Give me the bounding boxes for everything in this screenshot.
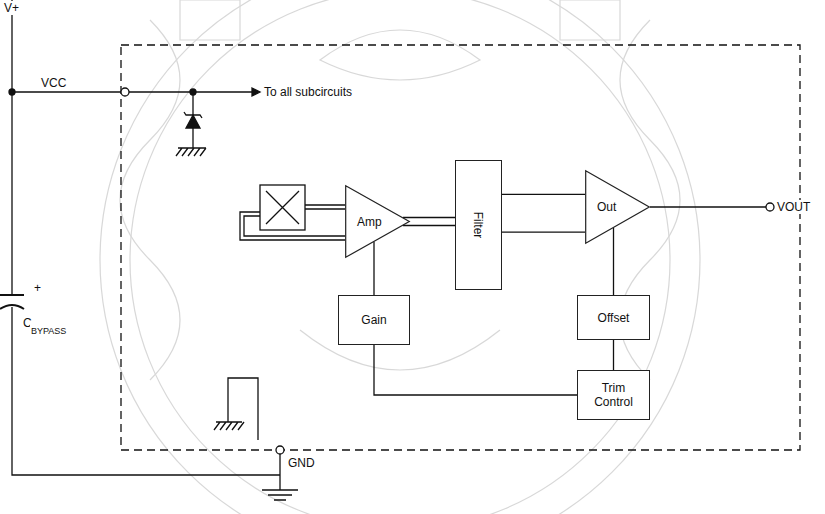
block-label: Trim Control bbox=[585, 381, 643, 409]
block-label: Amp bbox=[357, 215, 382, 229]
triangle-outline bbox=[585, 170, 650, 244]
capacitor-symbol bbox=[0, 294, 24, 296]
vcc-wire bbox=[12, 91, 252, 92]
signal-label: VCC bbox=[40, 76, 67, 90]
vout-terminal bbox=[766, 203, 774, 211]
signal-connector bbox=[613, 228, 614, 295]
block-label: Gain bbox=[361, 313, 386, 327]
junction-dot bbox=[9, 89, 15, 95]
arrow-head bbox=[252, 88, 260, 96]
hall-element bbox=[260, 185, 305, 230]
signal-connector bbox=[374, 345, 577, 395]
output-wire bbox=[650, 206, 766, 207]
zener-diode bbox=[186, 115, 200, 128]
ground-symbol bbox=[176, 148, 206, 156]
amplifier-triangle: Amp bbox=[345, 185, 410, 258]
ground-wire bbox=[228, 378, 258, 440]
hall-wire bbox=[305, 205, 345, 209]
signal-label: VOUT bbox=[776, 200, 811, 214]
signal-label: GND bbox=[287, 456, 316, 470]
ground-symbol bbox=[214, 422, 244, 430]
signal-label: + bbox=[33, 281, 42, 295]
signal-connector bbox=[613, 340, 614, 370]
signal-connector bbox=[374, 242, 375, 295]
capacitor-symbol bbox=[0, 305, 24, 309]
signal-label: V+ bbox=[3, 1, 20, 15]
signal-label: BYPASS bbox=[30, 324, 67, 338]
gnd-terminal bbox=[276, 446, 284, 454]
package-outline bbox=[121, 45, 800, 450]
block-label: Offset bbox=[598, 311, 630, 325]
gain-box: Gain bbox=[338, 295, 410, 345]
vcc-terminal bbox=[121, 88, 129, 96]
signal-connector bbox=[502, 194, 585, 232]
hall-element bbox=[266, 191, 299, 224]
block-label: Out bbox=[597, 200, 616, 214]
hall-wire bbox=[240, 212, 345, 240]
offset-box: Offset bbox=[577, 295, 650, 340]
block-label: Filter bbox=[471, 212, 485, 239]
trim-control-box: Trim Control bbox=[577, 370, 650, 420]
zener-diode bbox=[184, 112, 202, 118]
output-triangle: Out bbox=[585, 170, 650, 244]
signal-connector bbox=[403, 218, 455, 226]
watermark-seal bbox=[100, 0, 700, 514]
filter-box: Filter bbox=[455, 160, 502, 290]
signal-label: To all subcircuits bbox=[263, 85, 353, 99]
